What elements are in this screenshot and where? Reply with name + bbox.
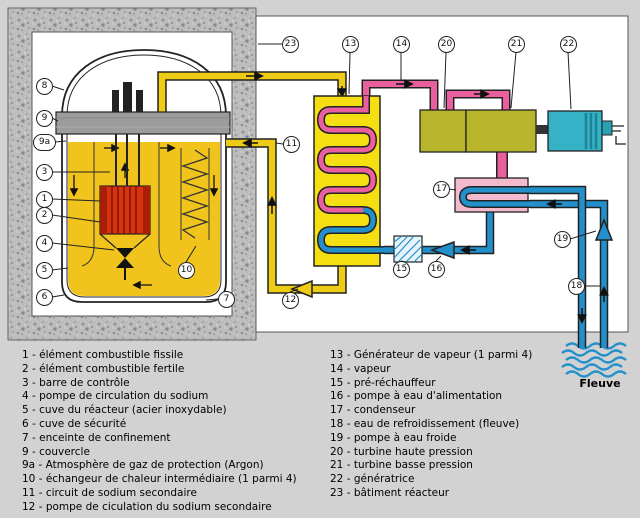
- diagram-badge-13: 13: [342, 36, 359, 53]
- secondary-sodium-pump: [289, 279, 313, 299]
- legend-item: 22 - génératrice: [330, 473, 415, 486]
- legend-left-column: 1 - élément combustible fissile 2 - élém…: [22, 349, 297, 515]
- steam-generator: [313, 95, 384, 267]
- generator-unit: [547, 110, 603, 152]
- diagram-badge-9: 9: [36, 110, 53, 127]
- diagram-badge-8: 8: [36, 78, 53, 95]
- legend-item: 9a - Atmosphère de gaz de protection (Ar…: [22, 459, 264, 472]
- vessel-lid-assembly: [55, 82, 231, 186]
- secondary-sodium-circuit: [157, 71, 347, 299]
- rod-drive: [123, 82, 132, 112]
- legend-item: 5 - cuve du réacteur (acier inoxydable): [22, 404, 227, 417]
- legend-item: 19 - pompe à eau froide: [330, 431, 457, 444]
- diagram-badge-23: 23: [282, 36, 299, 53]
- condenser: [454, 177, 530, 213]
- legend-item: 12 - pompe de ciculation du sodium secon…: [22, 500, 272, 513]
- legend-item: 7 - enceinte de confinement: [22, 431, 171, 444]
- legend-item: 20 - turbine haute pression: [330, 445, 473, 458]
- legend-item: 1 - élément combustible fissile: [22, 349, 184, 361]
- legend-item: 9 - couvercle: [22, 445, 90, 458]
- diagram-badge-19: 19: [554, 231, 571, 248]
- diagram-badge-11: 11: [283, 136, 300, 153]
- feedwater-pump: [429, 240, 455, 260]
- diagram-badge-5: 5: [36, 262, 53, 279]
- intermediate-heat-exchanger: [180, 148, 210, 240]
- internal-baffles: [81, 142, 172, 267]
- cooling-water-circuit: [530, 185, 614, 348]
- steam-circuit: [361, 79, 511, 180]
- legend-item: 23 - bâtiment réacteur: [330, 486, 450, 499]
- legend-item: 3 - barre de contrôle: [22, 376, 130, 389]
- diagram-badge-4: 4: [36, 235, 53, 252]
- diagram-badge-18: 18: [568, 278, 585, 295]
- primary-sodium-pump: [116, 248, 134, 280]
- badge-leader-lines: [51, 43, 601, 301]
- legend-item: 17 - condenseur: [330, 404, 416, 417]
- diagram-badge-22: 22: [560, 36, 577, 53]
- diagram-badge-10: 10: [178, 262, 195, 279]
- condenser-cooling-tube: [460, 187, 530, 207]
- legend-item: 13 - Générateur de vapeur (1 parmi 4): [330, 349, 533, 361]
- legend-item: 15 - pré-réchauffeur: [330, 376, 436, 389]
- generator-output-wires: [612, 125, 626, 145]
- diagram-badge-7: 7: [218, 291, 235, 308]
- diagram-badge-1: 1: [36, 191, 53, 208]
- legend-item: 2 - élément combustible fertile: [22, 362, 185, 375]
- steam-coil: [318, 96, 376, 213]
- core-support: [99, 233, 151, 249]
- legend-item: 18 - eau de refroidissement (fleuve): [330, 417, 520, 430]
- fuel-core: [99, 185, 151, 235]
- river-label: Fleuve: [579, 377, 621, 390]
- diagram-badge-3: 3: [36, 164, 53, 181]
- diagram-badge-17: 17: [433, 181, 450, 198]
- sodium-flow-arrows: [69, 143, 219, 290]
- diagram-badge-2: 2: [36, 207, 53, 224]
- river-waves: [561, 342, 627, 378]
- legend-item: 4 - pompe de circulation du sodium: [22, 390, 209, 403]
- exciter: [601, 120, 613, 136]
- legend-right-column: 13 - Générateur de vapeur (1 parmi 4) 14…: [330, 349, 532, 501]
- legend-item: 10 - échangeur de chaleur intermédiaire …: [22, 473, 297, 486]
- rod-drive: [136, 90, 143, 112]
- rod-drive: [112, 90, 119, 112]
- reactor-vessel-shell: [66, 54, 222, 298]
- preheater: [393, 235, 423, 263]
- legend-item: 14 - vapeur: [330, 362, 391, 375]
- control-rods: [115, 134, 140, 186]
- diagram-badge-16: 16: [428, 261, 445, 278]
- vessel-lid: [55, 111, 231, 135]
- cold-water-pump: [594, 217, 614, 241]
- diagram-badge-14: 14: [393, 36, 410, 53]
- legend-item: 16 - pompe à eau d'alimentation: [330, 390, 503, 403]
- diagram-badge-9a: 9a: [33, 134, 56, 151]
- diagram-badge-12: 12: [282, 292, 299, 309]
- diagram-badge-6: 6: [36, 289, 53, 306]
- diagram-badge-21: 21: [508, 36, 525, 53]
- legend-item: 11 - circuit de sodium secondaire: [22, 486, 197, 499]
- reactor-vessel: [61, 49, 227, 303]
- legend-item: 21 - turbine basse pression: [330, 459, 473, 472]
- diagram-badge-20: 20: [438, 36, 455, 53]
- hp-turbine: [419, 109, 467, 153]
- lp-turbine: [465, 109, 537, 153]
- diagram-badge-15: 15: [393, 261, 410, 278]
- legend-item: 6 - cuve de sécurité: [22, 417, 127, 430]
- water-coil: [318, 207, 384, 253]
- turbo-generator-set: [419, 109, 626, 153]
- shaft: [536, 125, 548, 134]
